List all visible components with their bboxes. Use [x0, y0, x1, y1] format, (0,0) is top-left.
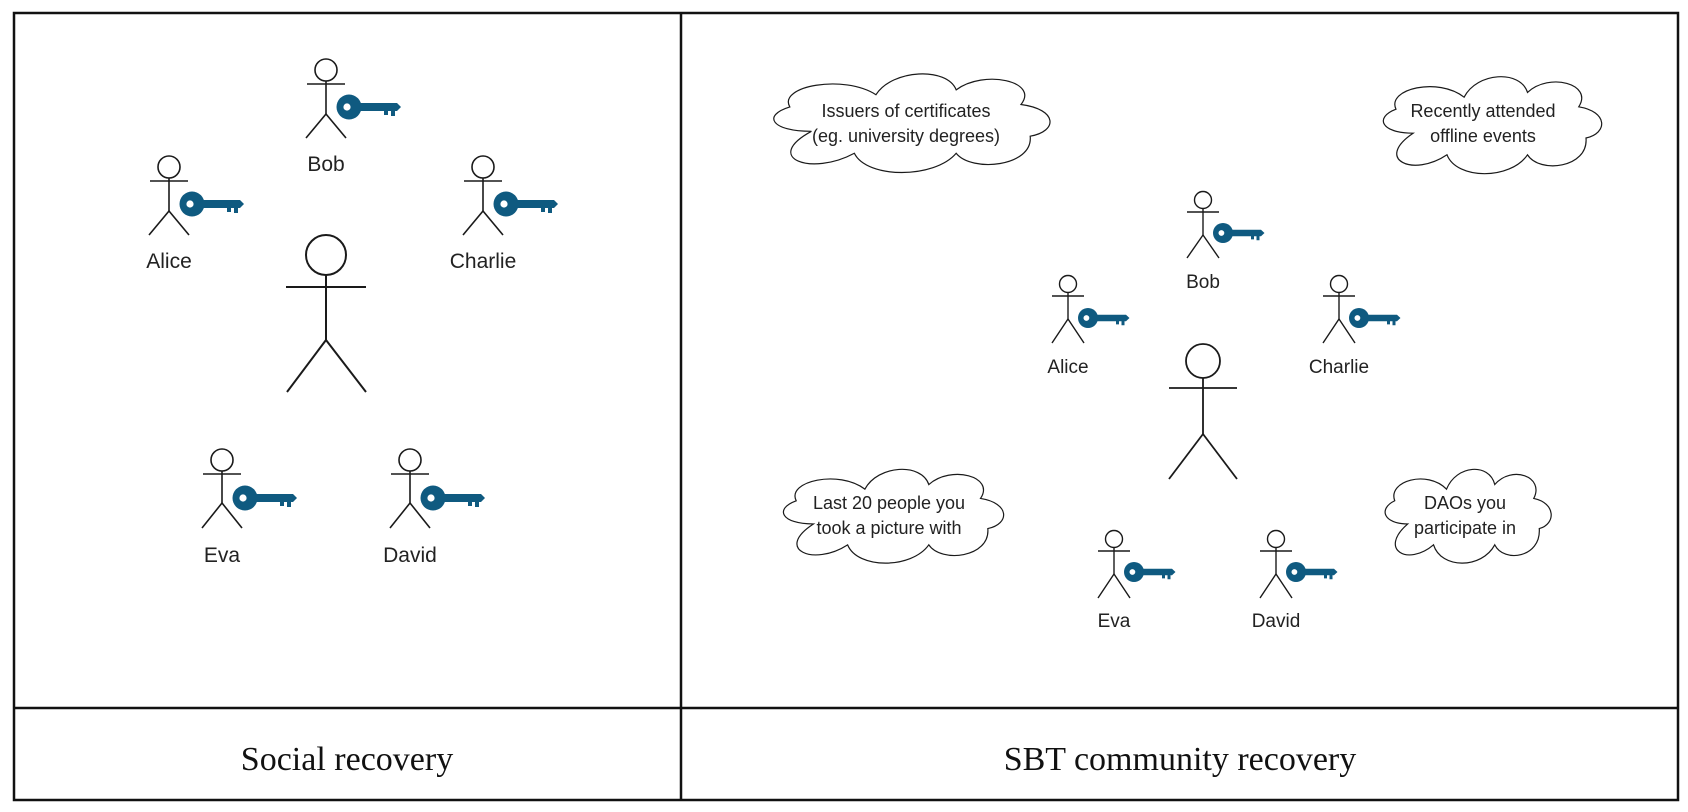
- key-icon: [232, 485, 297, 511]
- guardian-label: Charlie: [450, 250, 517, 273]
- guardian-label: Alice: [146, 250, 192, 273]
- person-icon: [1097, 529, 1131, 599]
- owner-person-icon: [286, 234, 367, 393]
- person-icon: [305, 58, 347, 139]
- guardian-label: Bob: [307, 153, 344, 176]
- guardian-eva: Eva: [1097, 529, 1176, 632]
- key-icon: [1213, 223, 1265, 243]
- owner-person-icon: [1168, 343, 1238, 480]
- guardian-charlie: Charlie: [450, 155, 558, 273]
- cloud-shape: [774, 74, 1050, 173]
- guardian-label: Alice: [1047, 357, 1088, 378]
- cloud-shape: [1385, 469, 1551, 563]
- sbt-community-recovery-diagram: Issuers of certificates (eg. university …: [774, 74, 1602, 632]
- cloud-pictures: Last 20 people you took a picture with: [783, 469, 1003, 563]
- table-borders: [12, 11, 1680, 802]
- key-icon: [493, 191, 558, 217]
- key-icon: [1286, 562, 1338, 582]
- key-icon: [420, 485, 485, 511]
- cloud-line: Recently attended: [1410, 101, 1555, 121]
- social-recovery-diagram: Bob Alice Charlie: [146, 58, 558, 567]
- guardian-label: David: [1252, 611, 1301, 632]
- person-icon: [1051, 274, 1085, 344]
- caption-sbt-community-recovery: SBT community recovery: [1004, 741, 1357, 778]
- guardian-label: David: [383, 544, 437, 567]
- person-icon: [462, 155, 504, 236]
- key-icon: [179, 191, 244, 217]
- key-icon: [1349, 308, 1401, 328]
- key-icon: [1078, 308, 1130, 328]
- cloud-certificates: Issuers of certificates (eg. university …: [774, 74, 1050, 173]
- cloud-shape: [783, 469, 1003, 563]
- guardian-alice: Alice: [146, 155, 244, 273]
- guardian-label: Eva: [204, 544, 241, 567]
- cloud-line: DAOs you: [1424, 493, 1506, 513]
- guardian-eva: Eva: [201, 448, 297, 567]
- guardian-label: Eva: [1098, 611, 1131, 632]
- person-icon: [201, 448, 243, 529]
- guardian-alice: Alice: [1047, 274, 1130, 378]
- guardian-bob: Bob: [1186, 190, 1265, 293]
- person-icon: [389, 448, 431, 529]
- guardian-bob: Bob: [305, 58, 401, 176]
- guardian-label: Charlie: [1309, 357, 1369, 378]
- cloud-line: (eg. university degrees): [812, 126, 1000, 146]
- person-icon: [148, 155, 190, 236]
- guardian-label: Bob: [1186, 272, 1220, 293]
- cloud-line: participate in: [1414, 518, 1516, 538]
- guardian-david: David: [383, 448, 485, 567]
- cloud-offline-events: Recently attended offline events: [1383, 77, 1601, 174]
- person-icon: [1186, 190, 1220, 259]
- cloud-line: Last 20 people you: [813, 493, 965, 513]
- key-icon: [336, 94, 401, 120]
- cloud-line: Issuers of certificates: [821, 101, 990, 121]
- cloud-line: offline events: [1430, 126, 1536, 146]
- guardian-david: David: [1252, 529, 1338, 632]
- caption-social-recovery: Social recovery: [241, 741, 453, 778]
- person-icon: [1259, 529, 1293, 599]
- key-icon: [1124, 562, 1176, 582]
- guardian-charlie: Charlie: [1309, 274, 1401, 378]
- cloud-daos: DAOs you participate in: [1385, 469, 1551, 563]
- cloud-line: took a picture with: [816, 518, 961, 538]
- person-icon: [1322, 274, 1356, 344]
